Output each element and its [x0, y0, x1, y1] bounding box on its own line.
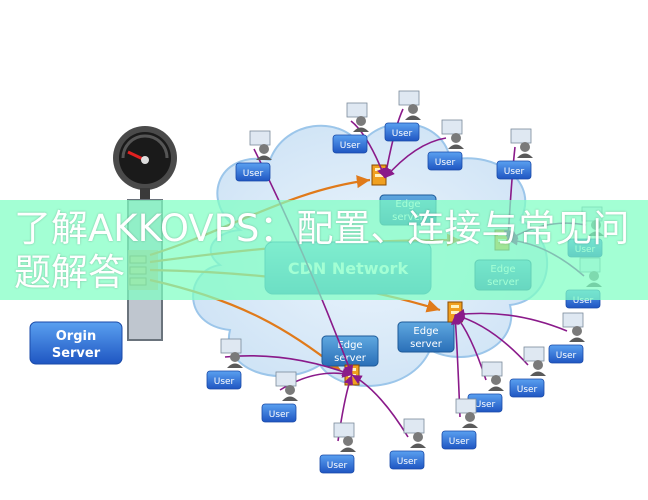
user-link: [351, 374, 409, 438]
user-person-icon: [346, 102, 369, 132]
user-node: User: [319, 422, 356, 474]
user-person-icon: [249, 130, 272, 160]
title-banner: [0, 200, 648, 300]
user-node: User: [389, 418, 426, 470]
edge-server-label: server: [410, 339, 443, 350]
user-node: User: [235, 130, 272, 182]
user-node: User: [548, 312, 585, 364]
user-label: User: [327, 461, 348, 471]
user-node: User: [467, 361, 504, 413]
user-box: [509, 378, 545, 398]
user-person-icon: [398, 90, 421, 120]
user-label: User: [556, 351, 577, 361]
user-node: User: [509, 346, 546, 398]
user-person-icon: [562, 312, 585, 342]
user-person-icon: [510, 128, 533, 158]
user-person-icon: [275, 371, 298, 401]
origin-server-label-line1: Orgin: [56, 329, 96, 344]
user-node: User: [384, 90, 421, 142]
speedometer-icon: [113, 126, 177, 202]
user-box: [261, 403, 297, 423]
user-person-icon: [481, 361, 504, 391]
user-label: User: [504, 167, 525, 177]
user-node: User: [332, 102, 369, 154]
user-label: User: [475, 400, 496, 410]
user-box: [332, 134, 368, 154]
edge-server-label: Edge: [337, 340, 362, 351]
user-label: User: [573, 296, 594, 306]
user-label: User: [449, 437, 470, 447]
user-box: [427, 151, 463, 171]
user-box: [319, 454, 355, 474]
user-label: User: [435, 158, 456, 168]
user-box: [496, 160, 532, 180]
origin-server-label-line2: Server: [52, 346, 101, 361]
user-label: User: [340, 141, 361, 151]
user-label: User: [397, 457, 418, 467]
user-node: User: [427, 119, 464, 171]
user-label: User: [214, 377, 235, 387]
user-link: [350, 120, 386, 179]
user-person-icon: [523, 346, 546, 376]
edge-server-label: server: [334, 353, 367, 364]
user-node: User: [261, 371, 298, 423]
user-box: [206, 370, 242, 390]
user-box: [389, 450, 425, 470]
user-node: User: [496, 128, 533, 180]
user-label: User: [392, 129, 413, 139]
edge-server-label: Edge: [413, 326, 438, 337]
user-box: [384, 122, 420, 142]
user-box: [548, 344, 584, 364]
user-link: [454, 309, 568, 332]
user-person-icon: [220, 338, 243, 368]
user-label: User: [243, 169, 264, 179]
user-box: [441, 430, 477, 450]
user-label: User: [269, 410, 290, 420]
user-person-icon: [333, 422, 356, 452]
user-node: User: [441, 398, 478, 450]
origin-server-box: Orgin Server: [29, 321, 123, 365]
user-box: [235, 162, 271, 182]
user-link: [384, 137, 447, 179]
user-node: User: [206, 338, 243, 390]
user-person-icon: [403, 418, 426, 448]
user-label: User: [517, 385, 538, 395]
edge-server-box: [397, 321, 455, 353]
user-person-icon: [455, 398, 478, 428]
user-person-icon: [441, 119, 464, 149]
banner-title: 了解AKKOVPS：配置、连接与常见问题解答: [14, 207, 630, 294]
